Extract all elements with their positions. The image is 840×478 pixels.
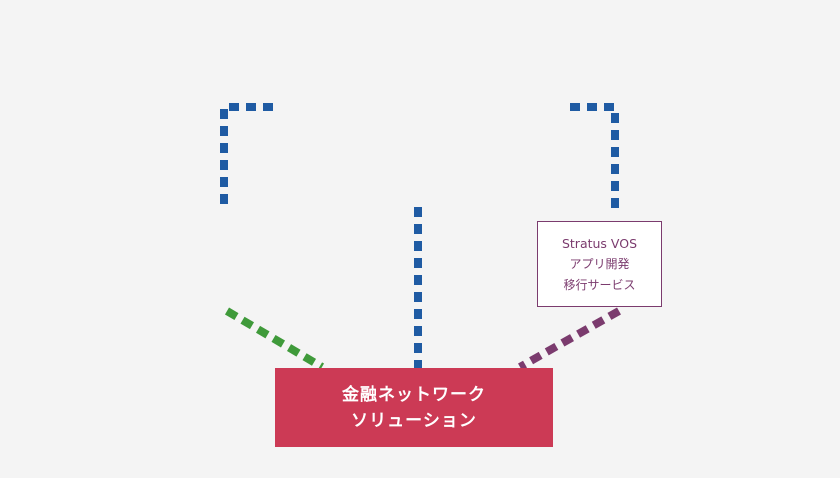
left-bracket-connector — [220, 103, 273, 210]
right-bracket-connector — [570, 103, 619, 214]
sub-box-line-1: Stratus VOS — [561, 235, 638, 251]
main-box-line-2: ソリューション — [351, 410, 477, 431]
financial-network-solution-box: 金融ネットワーク ソリューション — [275, 368, 553, 447]
sub-box-line-3: 移行サービス — [563, 277, 636, 292]
green-diagonal-connector — [224, 307, 325, 371]
sub-box-line-2: アプリ開発 — [569, 256, 630, 271]
stratus-vos-service-box: Stratus VOS アプリ開発 移行サービス — [537, 221, 662, 307]
purple-diagonal-connector — [518, 307, 621, 371]
main-box-line-1: 金融ネットワーク — [342, 384, 486, 405]
